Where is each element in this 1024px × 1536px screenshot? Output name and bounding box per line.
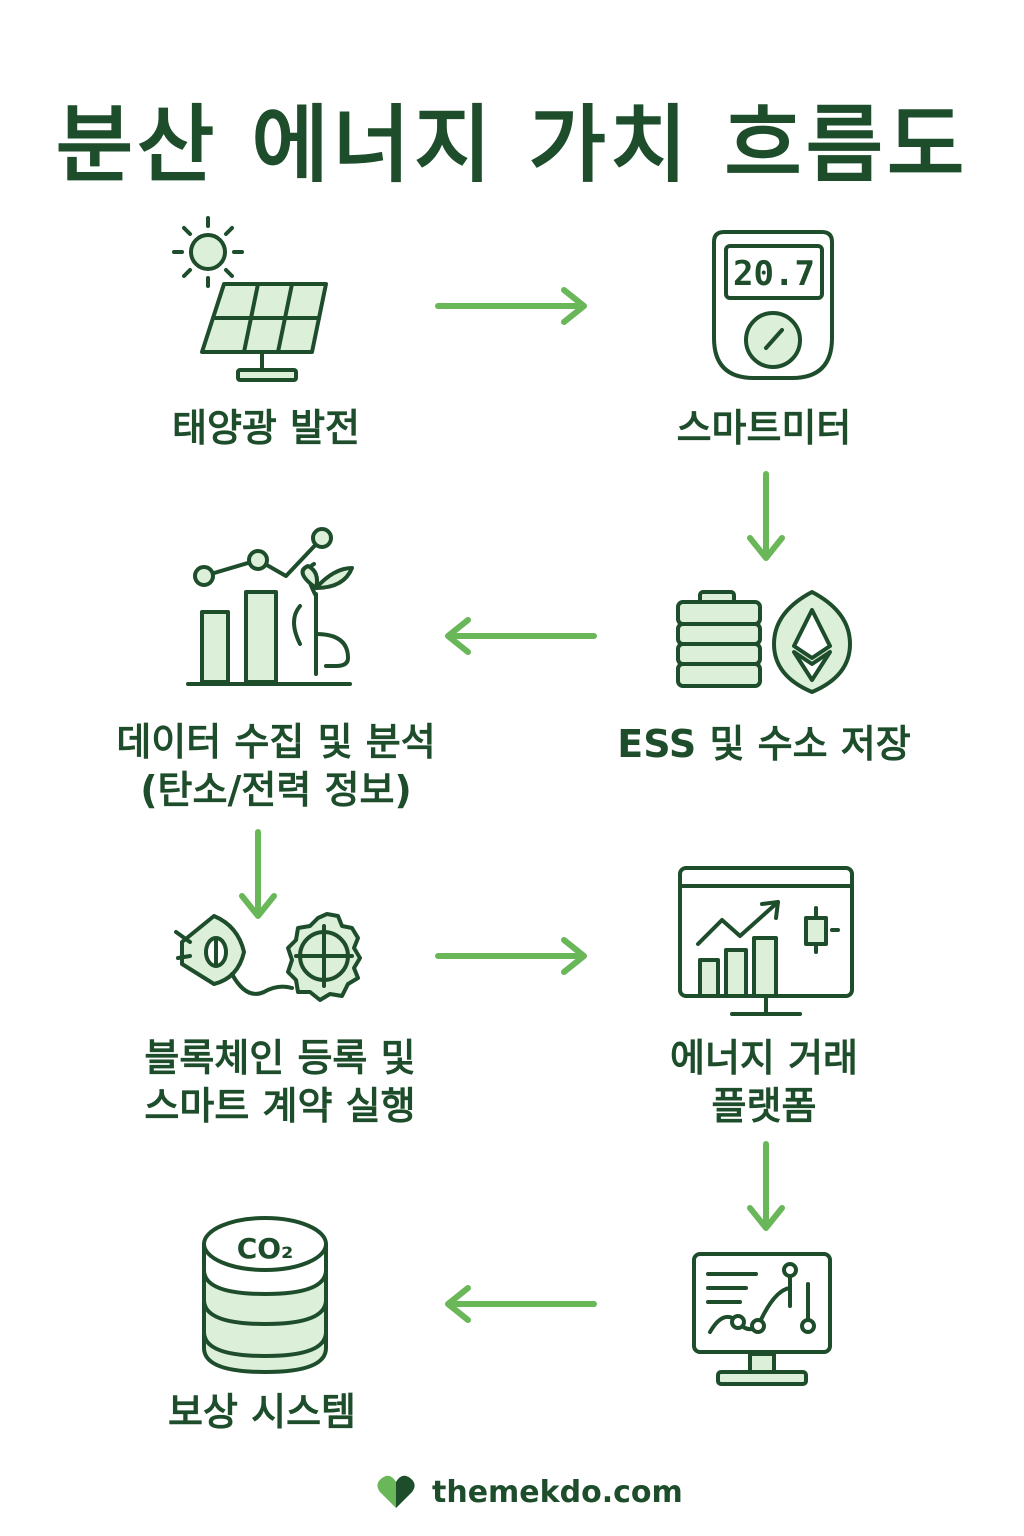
co2-badge: CO₂ [237,1232,294,1265]
battery-hydrogen-icon [676,590,852,694]
heart-logo-icon [377,1475,415,1508]
arrow-left-1 [445,617,597,655]
smart-meter-icon: 20.7 [712,230,834,380]
step-1-label: 태양광 발전 [171,406,361,450]
monitor-analytics-icon [692,1252,832,1386]
solar-panel-icon [172,216,328,382]
arrow-down-1 [747,471,785,561]
step-4-label: 데이터 수집 및 분석 (탄소/전력 정보) [116,720,436,812]
arrow-right-1 [435,287,587,325]
co2-database-icon: CO₂ [202,1216,328,1374]
arrow-left-2 [445,1285,597,1323]
page-title: 분산 에너지 가치 흐름도 [55,96,969,194]
arrow-down-2 [239,829,277,919]
arrow-down-3 [747,1141,785,1231]
data-chart-icon [186,527,354,686]
step-8-label: 보상 시스템 [167,1390,357,1434]
blockchain-contract-icon [174,912,362,1002]
step-6-label: 에너지 거래 플랫폼 [669,1036,859,1128]
step-2-label: 스마트미터 [676,406,852,450]
meter-display: 20.7 [733,254,815,294]
footer: themekdo.com [376,1468,683,1516]
step-5-label: 블록체인 등록 및 스마트 계약 실행 [144,1036,416,1128]
arrow-right-2 [435,937,587,975]
footer-site-link[interactable]: themekdo.com [432,1474,683,1510]
step-3-label: ESS 및 수소 저장 [617,722,911,766]
trading-platform-icon [678,866,854,1016]
